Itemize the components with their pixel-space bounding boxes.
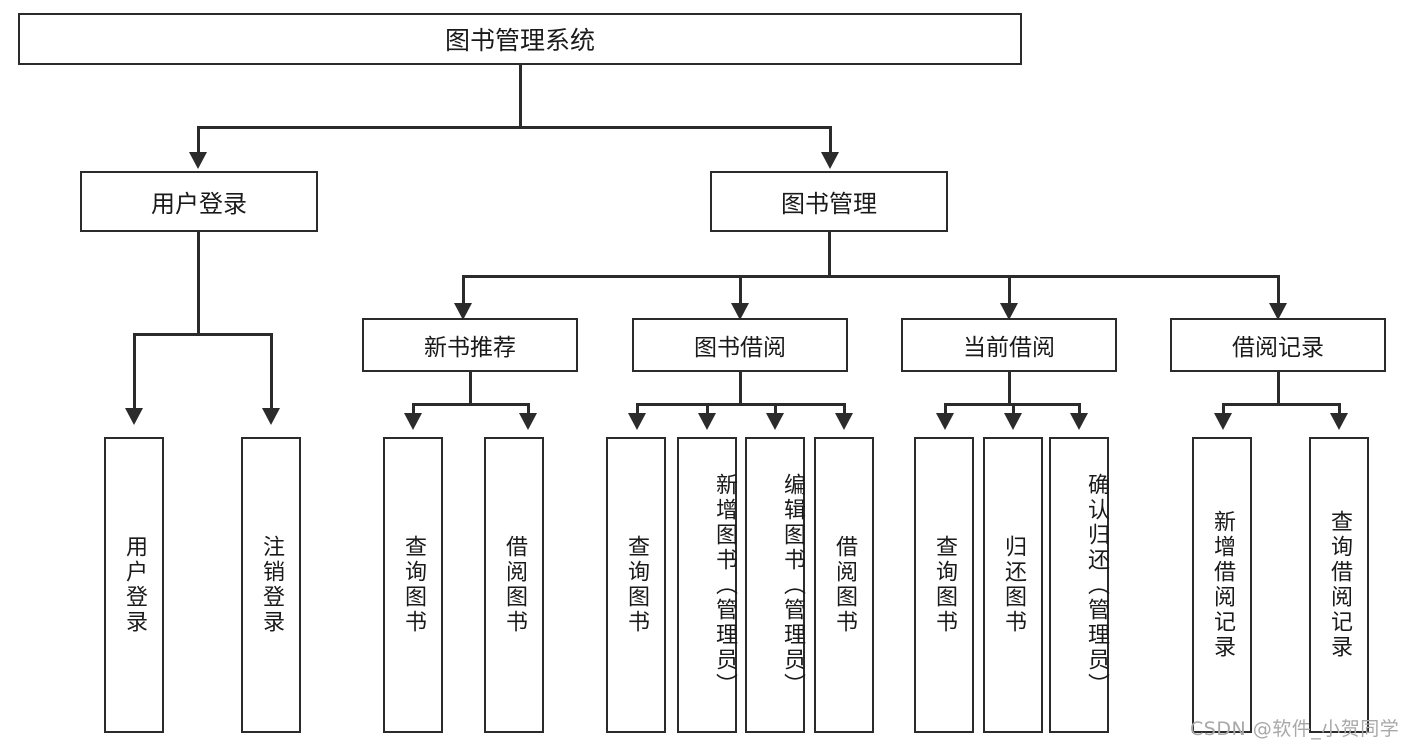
node-leaf-user-login[interactable]: 用户登录 [104,437,164,733]
connector-book-borrow-leaf-4 [843,403,846,415]
arrow-icon-current-borrow-leaf-1 [936,413,954,430]
connector-current-borrow-leaf-1 [944,403,947,415]
node-leaf-current-confirm-return-admin[interactable]: 确认归还（管理员） [1049,437,1109,733]
node-label: 查询图书 [401,535,426,635]
node-book-borrow[interactable]: 图书借阅 [632,318,848,372]
node-leaf-borrow-edit-book-admin[interactable]: 编辑图书（管理员） [745,437,805,733]
arrow-icon-to-new-book-rec [454,303,472,320]
node-leaf-rec-query-book[interactable]: 查询图书 [383,437,443,733]
connector-current-borrow-stem [1008,372,1011,405]
connector-borrow-record-stem [1277,372,1280,405]
node-label: 用户登录 [151,190,247,218]
connector-book-borrow-leaf-2 [706,403,709,415]
connector-new-book-rec-stem [469,372,472,405]
node-label: 查询借阅记录 [1327,510,1352,660]
connector-current-borrow-leaf-2 [1012,403,1015,415]
arrow-icon-to-current-borrow [1000,303,1018,320]
node-label: 注销登录 [259,535,284,635]
node-leaf-current-query-book[interactable]: 查询图书 [914,437,974,733]
connector-user-login-stem [197,232,200,335]
node-book-manage[interactable]: 图书管理 [710,171,948,232]
node-label: 新书推荐 [424,335,516,361]
node-leaf-borrow-lend-book[interactable]: 借阅图书 [814,437,874,733]
node-label: 借阅图书 [502,535,527,635]
connector-new-book-rec-bus [412,403,529,406]
node-label: 查询图书 [932,535,957,635]
connector-root-stem [519,65,522,128]
arrow-icon-to-book-borrow [731,303,749,320]
arrow-icon-current-borrow-leaf-2 [1004,413,1022,430]
connector-root-bus [197,126,832,129]
node-label: 编辑图书（管理员） [780,472,805,698]
arrow-icon-user-login-leaf-2 [262,408,280,425]
node-label: 借阅记录 [1232,335,1324,361]
connector-root-to-user-login [197,126,200,154]
connector-user-login-to-leaf-2 [270,333,273,410]
connector-user-login-bus [133,333,272,336]
arrow-icon-book-borrow-leaf-1 [628,413,646,430]
node-label: 确认归还（管理员） [1084,472,1109,698]
arrow-icon-new-book-rec-leaf-1 [404,413,422,430]
node-borrow-record[interactable]: 借阅记录 [1170,318,1386,372]
node-current-borrow[interactable]: 当前借阅 [901,318,1117,372]
arrow-icon-book-borrow-leaf-4 [835,413,853,430]
connector-book-manage-bus [462,275,1279,278]
node-label: 图书管理系统 [444,26,595,55]
arrow-icon-borrow-record-leaf-2 [1330,413,1348,430]
node-root-book-management-system[interactable]: 图书管理系统 [18,13,1022,65]
connector-new-book-rec-leaf-1 [412,403,415,415]
node-leaf-current-return-book[interactable]: 归还图书 [983,437,1043,733]
connector-current-borrow-leaf-3 [1078,403,1081,415]
connector-to-current-borrow [1008,275,1011,305]
connector-book-borrow-leaf-1 [636,403,639,415]
node-leaf-query-borrow-record[interactable]: 查询借阅记录 [1309,437,1369,733]
arrow-icon-borrow-record-leaf-1 [1214,413,1232,430]
connector-root-to-book-manage [829,126,832,154]
connector-to-borrow-record [1277,275,1280,305]
node-leaf-user-logout[interactable]: 注销登录 [241,437,301,733]
arrow-icon-user-login-leaf-1 [125,408,143,425]
arrow-icon-root-to-user-login [189,152,207,169]
connector-book-manage-stem [828,232,831,277]
connector-book-borrow-stem [739,372,742,405]
node-new-book-rec[interactable]: 新书推荐 [362,318,578,372]
arrow-icon-root-to-book-manage [821,152,839,169]
node-leaf-borrow-query-book[interactable]: 查询图书 [606,437,666,733]
node-label: 查询图书 [624,535,649,635]
connector-new-book-rec-leaf-2 [527,403,530,415]
connector-to-book-borrow [739,275,742,305]
connector-borrow-record-leaf-2 [1338,403,1341,415]
connector-borrow-record-bus [1222,403,1340,406]
node-label: 借阅图书 [832,535,857,635]
node-label: 当前借阅 [963,335,1055,361]
arrow-icon-to-borrow-record [1269,303,1287,320]
node-label: 归还图书 [1001,535,1026,635]
node-user-login[interactable]: 用户登录 [80,171,318,232]
arrow-icon-new-book-rec-leaf-2 [519,413,537,430]
connector-user-login-to-leaf-1 [133,333,136,410]
connector-book-borrow-leaf-3 [774,403,777,415]
node-label: 图书借阅 [694,335,786,361]
watermark-text: CSDN @软件_小贺同学 [1190,718,1400,740]
arrow-icon-book-borrow-leaf-3 [766,413,784,430]
node-label: 用户登录 [122,535,147,635]
connector-book-borrow-bus [636,403,845,406]
node-leaf-add-borrow-record[interactable]: 新增借阅记录 [1192,437,1252,733]
arrow-icon-book-borrow-leaf-2 [698,413,716,430]
node-leaf-borrow-add-book-admin[interactable]: 新增图书（管理员） [677,437,737,733]
connector-to-new-book-rec [462,275,465,305]
node-label: 图书管理 [781,190,877,218]
arrow-icon-current-borrow-leaf-3 [1070,413,1088,430]
node-label: 新增借阅记录 [1210,510,1235,660]
connector-borrow-record-leaf-1 [1222,403,1225,415]
node-leaf-rec-borrow-book[interactable]: 借阅图书 [484,437,544,733]
node-label: 新增图书（管理员） [712,472,737,698]
